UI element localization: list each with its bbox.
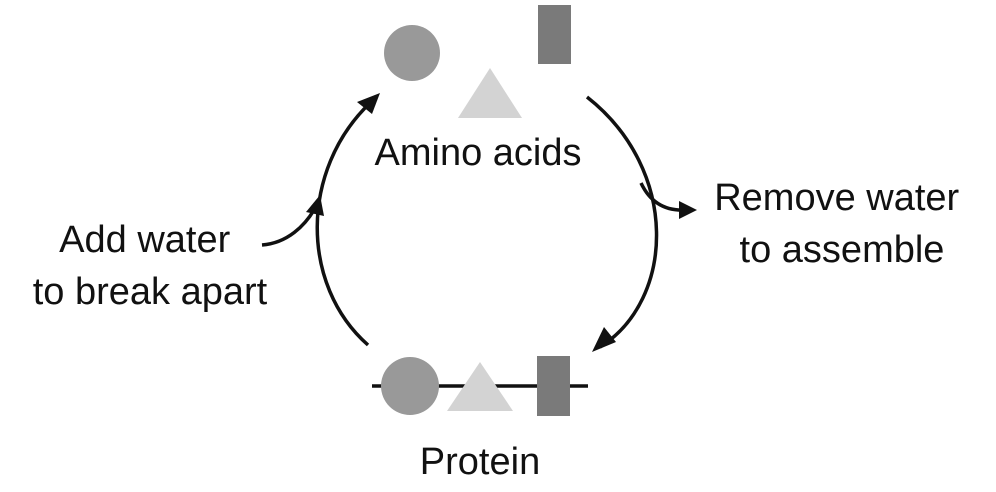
- add-water-pointer: [261, 209, 316, 247]
- break-apart-arrowhead: [357, 93, 380, 114]
- amino-acid-rectangle: [538, 5, 571, 64]
- assemble-arc: [585, 95, 659, 349]
- add-water-line-2: to break apart: [33, 271, 268, 313]
- amino-acid-circle: [384, 25, 440, 81]
- add-water-line-1: Add water: [59, 219, 230, 261]
- remove-water-label: Remove water to assemble: [714, 177, 970, 271]
- protein-rectangle: [537, 356, 570, 416]
- protein-label: Protein: [420, 441, 540, 483]
- break-apart-arc: [315, 101, 372, 347]
- protein-circle: [381, 357, 439, 415]
- add-water-label: Add water to break apart: [33, 219, 268, 313]
- remove-water-pointer: [639, 182, 686, 212]
- assemble-arrowhead: [592, 327, 616, 352]
- remove-water-arrowhead: [679, 201, 697, 219]
- remove-water-line-2: to assemble: [740, 229, 945, 271]
- add-water-arrowhead: [306, 195, 324, 216]
- amino-acid-triangle: [458, 68, 522, 118]
- remove-water-line-1: Remove water: [714, 177, 959, 219]
- protein-triangle: [447, 362, 513, 411]
- amino-acids-label: Amino acids: [375, 132, 582, 174]
